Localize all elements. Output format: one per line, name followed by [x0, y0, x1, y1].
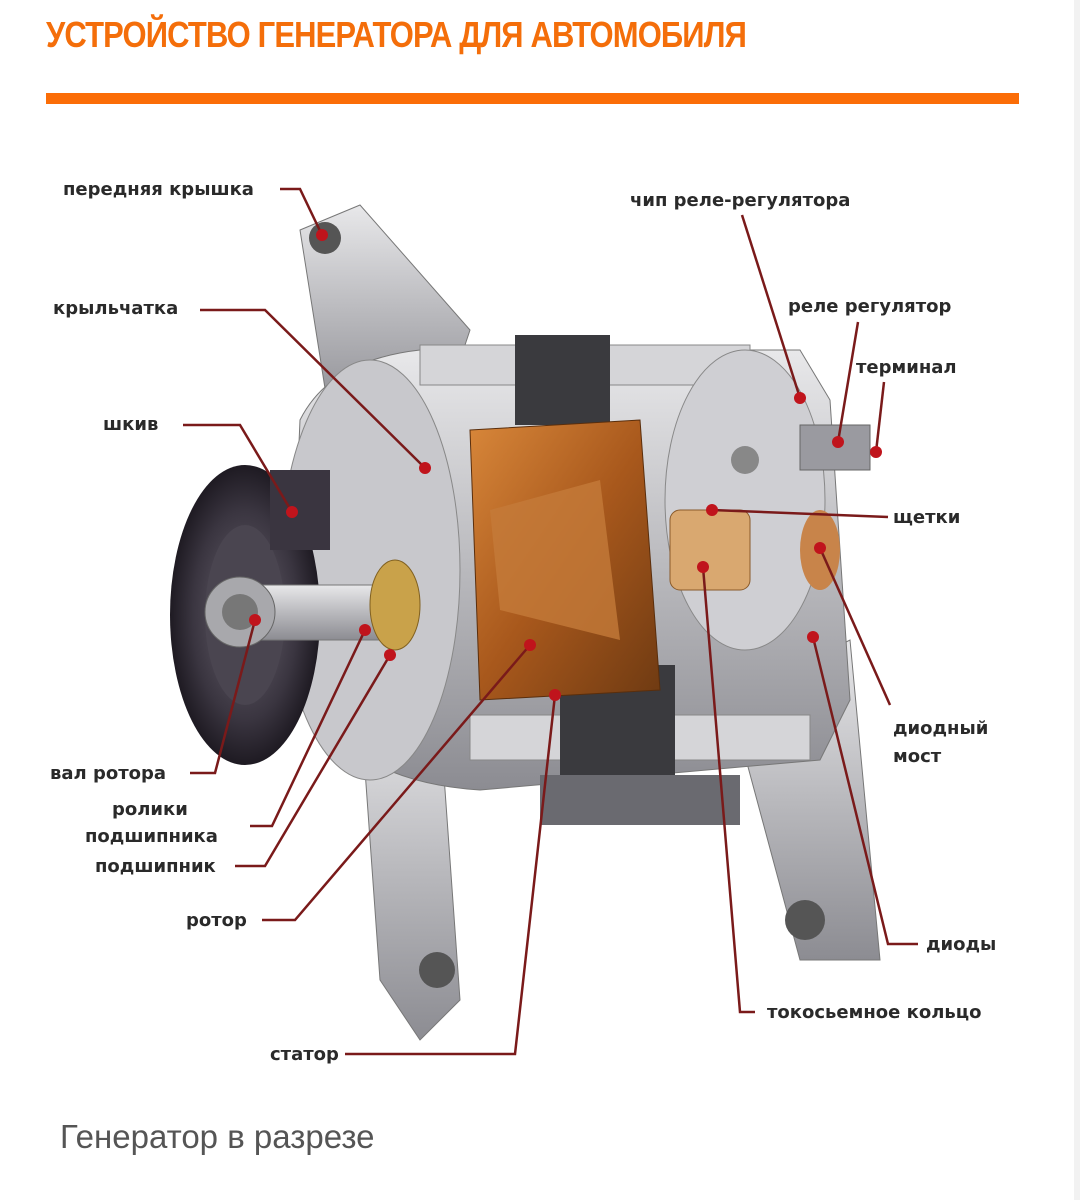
label-brushes: щетки — [893, 507, 961, 528]
image-caption: Генератор в разрезе — [60, 1118, 375, 1155]
scrollbar[interactable] — [1074, 0, 1080, 1200]
label-diodes: диоды — [926, 934, 997, 955]
label-front-cover: передняя крышка — [63, 179, 254, 200]
label-bearing-rollers-line1: ролики — [112, 799, 188, 820]
label-slip-ring: токосьемное кольцо — [767, 1002, 982, 1023]
label-rotor: ротор — [186, 910, 247, 931]
label-bearing-rollers-line2: подшипника — [85, 826, 218, 847]
label-diode-bridge-line1: диодный — [893, 718, 989, 739]
label-terminal: терминал — [856, 357, 957, 378]
label-impeller: крыльчатка — [53, 298, 179, 319]
page-title: УСТРОЙСТВО ГЕНЕРАТОРА ДЛЯ АВТОМОБИЛЯ — [46, 14, 747, 55]
label-pulley: шкив — [103, 414, 159, 435]
alternator-cutaway-illustration — [170, 187, 918, 1056]
label-bearing: подшипник — [95, 856, 216, 877]
label-markers — [249, 229, 882, 701]
label-regulator-chip: чип реле-регулятора — [630, 190, 851, 211]
title-underline — [46, 93, 1019, 104]
label-rotor-shaft: вал ротора — [50, 763, 167, 784]
label-stator: статор — [270, 1044, 339, 1065]
leader-lines — [183, 187, 918, 1056]
label-diode-bridge-line2: мост — [893, 746, 942, 767]
label-relay-regulator: реле регулятор — [788, 296, 952, 317]
